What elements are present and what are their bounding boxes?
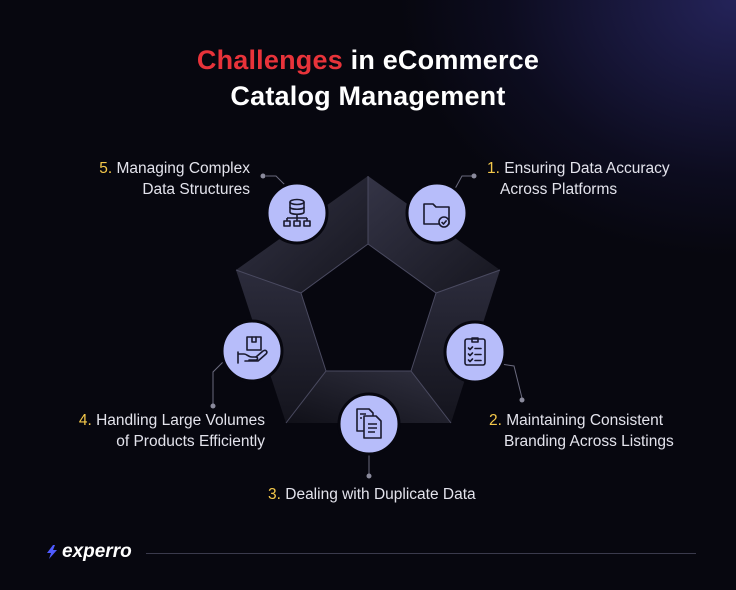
challenge-number: 3.	[268, 486, 281, 503]
challenge-number: 1.	[487, 160, 500, 177]
challenge-text: Maintaining Consistent	[506, 412, 664, 429]
duplicate-documents-icon	[356, 408, 382, 439]
challenge-node-3	[337, 392, 401, 456]
database-hierarchy-icon	[283, 198, 311, 227]
hand-box-icon	[237, 336, 268, 364]
brand-logo: experro	[44, 541, 132, 563]
challenge-text: Branding Across Listings	[504, 433, 674, 450]
challenge-node-1	[405, 181, 469, 245]
folder-check-icon	[423, 203, 450, 228]
challenge-text: Ensuring Data Accuracy	[504, 160, 670, 177]
challenge-text: Dealing with Duplicate Data	[285, 486, 476, 503]
title-line-1: Challenges in eCommerce	[0, 42, 736, 78]
brand-name: experro	[62, 541, 132, 562]
challenge-label-3: 3. Dealing with Duplicate Data	[268, 484, 498, 505]
challenge-text: Handling Large Volumes	[96, 412, 265, 429]
challenge-node-4	[220, 319, 284, 383]
challenge-label-5: 5. Managing Complex Data Structures	[60, 158, 250, 200]
connector-4	[212, 361, 224, 404]
title-line-1-rest: in eCommerce	[342, 45, 540, 75]
experro-bolt-icon	[47, 545, 57, 559]
title-accent: Challenges	[196, 45, 343, 75]
checklist-icon	[464, 337, 486, 366]
challenge-number: 2.	[489, 412, 502, 429]
title-line-2: Catalog Management	[230, 81, 506, 111]
challenge-label-4: 4. Handling Large Volumes of Products Ef…	[60, 410, 265, 452]
challenge-node-2	[443, 320, 507, 384]
pentagon-inner-hole	[301, 244, 436, 371]
challenge-text: Data Structures	[142, 181, 250, 198]
challenge-node-5	[265, 181, 329, 245]
challenge-number: 4.	[78, 412, 92, 429]
footer-divider	[146, 553, 696, 554]
challenge-number: 5.	[99, 160, 113, 177]
challenge-label-2: 2. Maintaining Consistent Branding Acros…	[489, 410, 674, 452]
connector-2	[500, 363, 523, 399]
challenge-text: Across Platforms	[500, 181, 618, 198]
page-title: Challenges in eCommerce Catalog Manageme…	[0, 42, 736, 114]
connectors	[210, 173, 525, 479]
challenge-text: of Products Efficiently	[116, 433, 265, 450]
challenge-label-1: 1. Ensuring Data Accuracy Across Platfor…	[487, 158, 670, 200]
connector-5	[266, 175, 289, 189]
challenge-text: Managing Complex	[116, 160, 250, 177]
